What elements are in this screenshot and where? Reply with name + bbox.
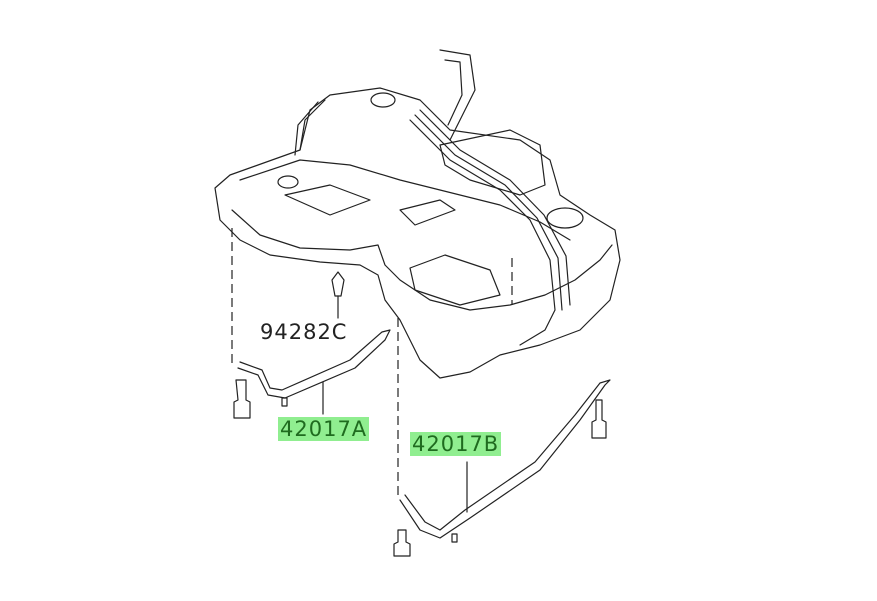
clip-94282c [331,271,345,297]
part-label-42017a: 42017A [278,417,370,441]
bolt-icon [233,379,251,419]
strap-42017b [399,379,611,539]
bolt-icon [393,529,411,557]
part-label-42017b: 42017B [410,432,502,456]
fuel-lines [439,49,476,141]
fuel-tank-outline [214,87,621,379]
part-label-94282c: 94282C [260,320,348,344]
bolt-icon [591,399,607,439]
strap-42017a [237,329,391,399]
